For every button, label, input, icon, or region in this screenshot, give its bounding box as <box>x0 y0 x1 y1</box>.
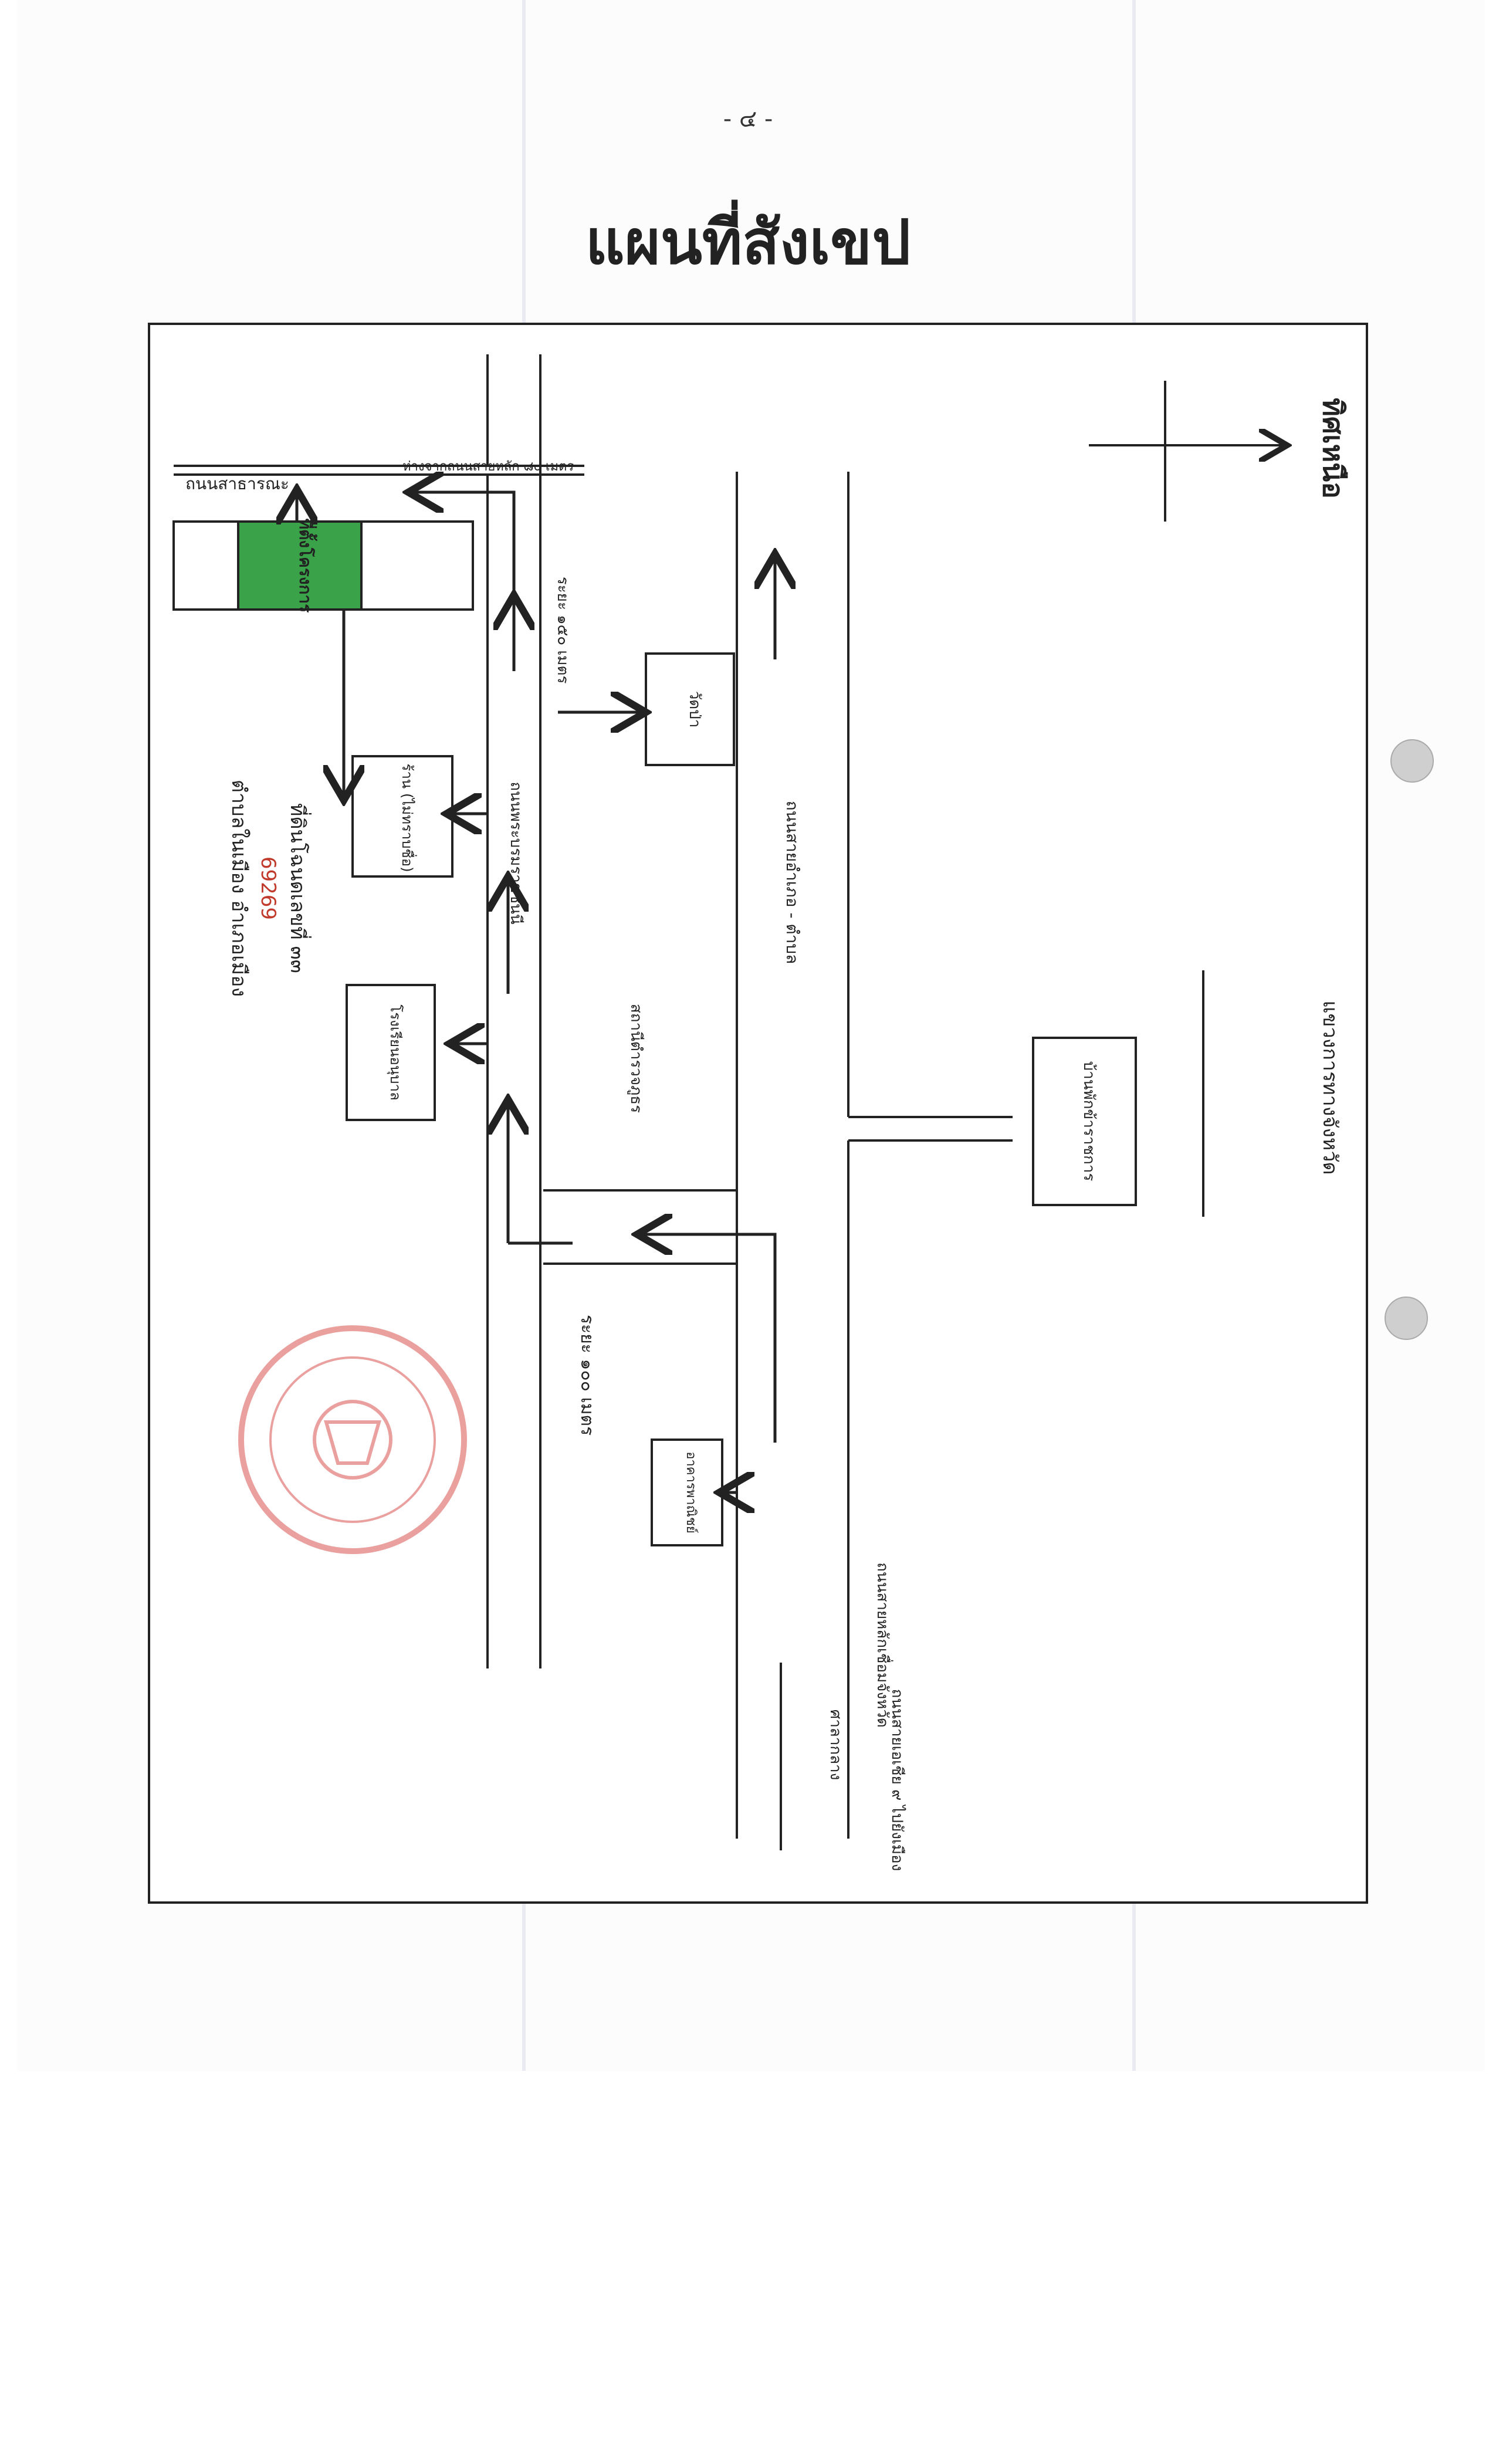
red-official-stamp <box>238 1325 467 1554</box>
north-label: ทิศเหนือ <box>1316 398 1349 499</box>
compass-icon <box>1089 381 1282 522</box>
side-road-label: ถนนสายอำเภอ - ตำบล <box>783 801 802 964</box>
building-b-label: โรงเรียนอนุบาล <box>387 1004 404 1100</box>
building-b <box>346 984 436 1121</box>
top-road <box>174 354 584 476</box>
plot-description-red: 69269 <box>256 857 280 920</box>
top-road-label: ถนนสาธารณะ <box>185 474 289 493</box>
green-plot-label: ที่ตั้งโครงการ <box>296 519 318 613</box>
plot-description-1: ที่ดินโฉนดเลขที่ ๓๓ <box>286 803 312 973</box>
far-right-road-label: ถนนสายเอเชีย ๙ ไปยังเมือง <box>888 1689 906 1871</box>
right-side-label: แขวงการทางจังหวัด <box>1318 1000 1342 1175</box>
route-arrows <box>297 492 775 1492</box>
distance-100-label: ระยะ ๑๐๐ เมตร <box>577 1315 597 1436</box>
top-distance-label: ห่างจากถนนสายหลัก ๘๐ เมตร <box>402 459 574 474</box>
main-road <box>486 360 541 1668</box>
building-g-label: ศาลากลาง <box>827 1710 844 1781</box>
plot-description-2: ตำบลในเมือง อำเภอเมือง <box>227 780 251 997</box>
side-roads <box>543 472 1013 1839</box>
distance-150-label: ระยะ ๑๕๐ เมตร <box>554 577 571 684</box>
building-c-label: วัดป่า <box>686 691 703 728</box>
punch-hole <box>1390 739 1434 783</box>
page-title: แผนที่สังเขป <box>585 207 911 278</box>
project-plot <box>172 520 474 611</box>
building-a-label: ร้าน (ไม่ทราบชื่อ) <box>399 763 417 872</box>
building-e <box>1032 1037 1137 1206</box>
building-d-label: อาคารพาณิชย์ <box>683 1451 698 1534</box>
bottom-right-road-label: ถนนสายหลักเชื่อมจังหวัด <box>874 1562 893 1728</box>
sketch-map-canvas: ทิศเหนือ ถนนสาธารณะ ห่างจากถนนสายหลัก ๘๐… <box>172 354 1349 1871</box>
sketch-map: ทิศเหนือ ถนนสาธารณะ ห่างจากถนนสายหลัก ๘๐… <box>148 323 1368 1904</box>
building-f-label: สถานีตำรวจภูธร <box>627 1004 645 1113</box>
punch-hole <box>1385 1297 1428 1340</box>
page-number: - ๔ - <box>723 106 773 133</box>
building-e-label: บ้านพักข้าราชการ <box>1080 1061 1098 1182</box>
